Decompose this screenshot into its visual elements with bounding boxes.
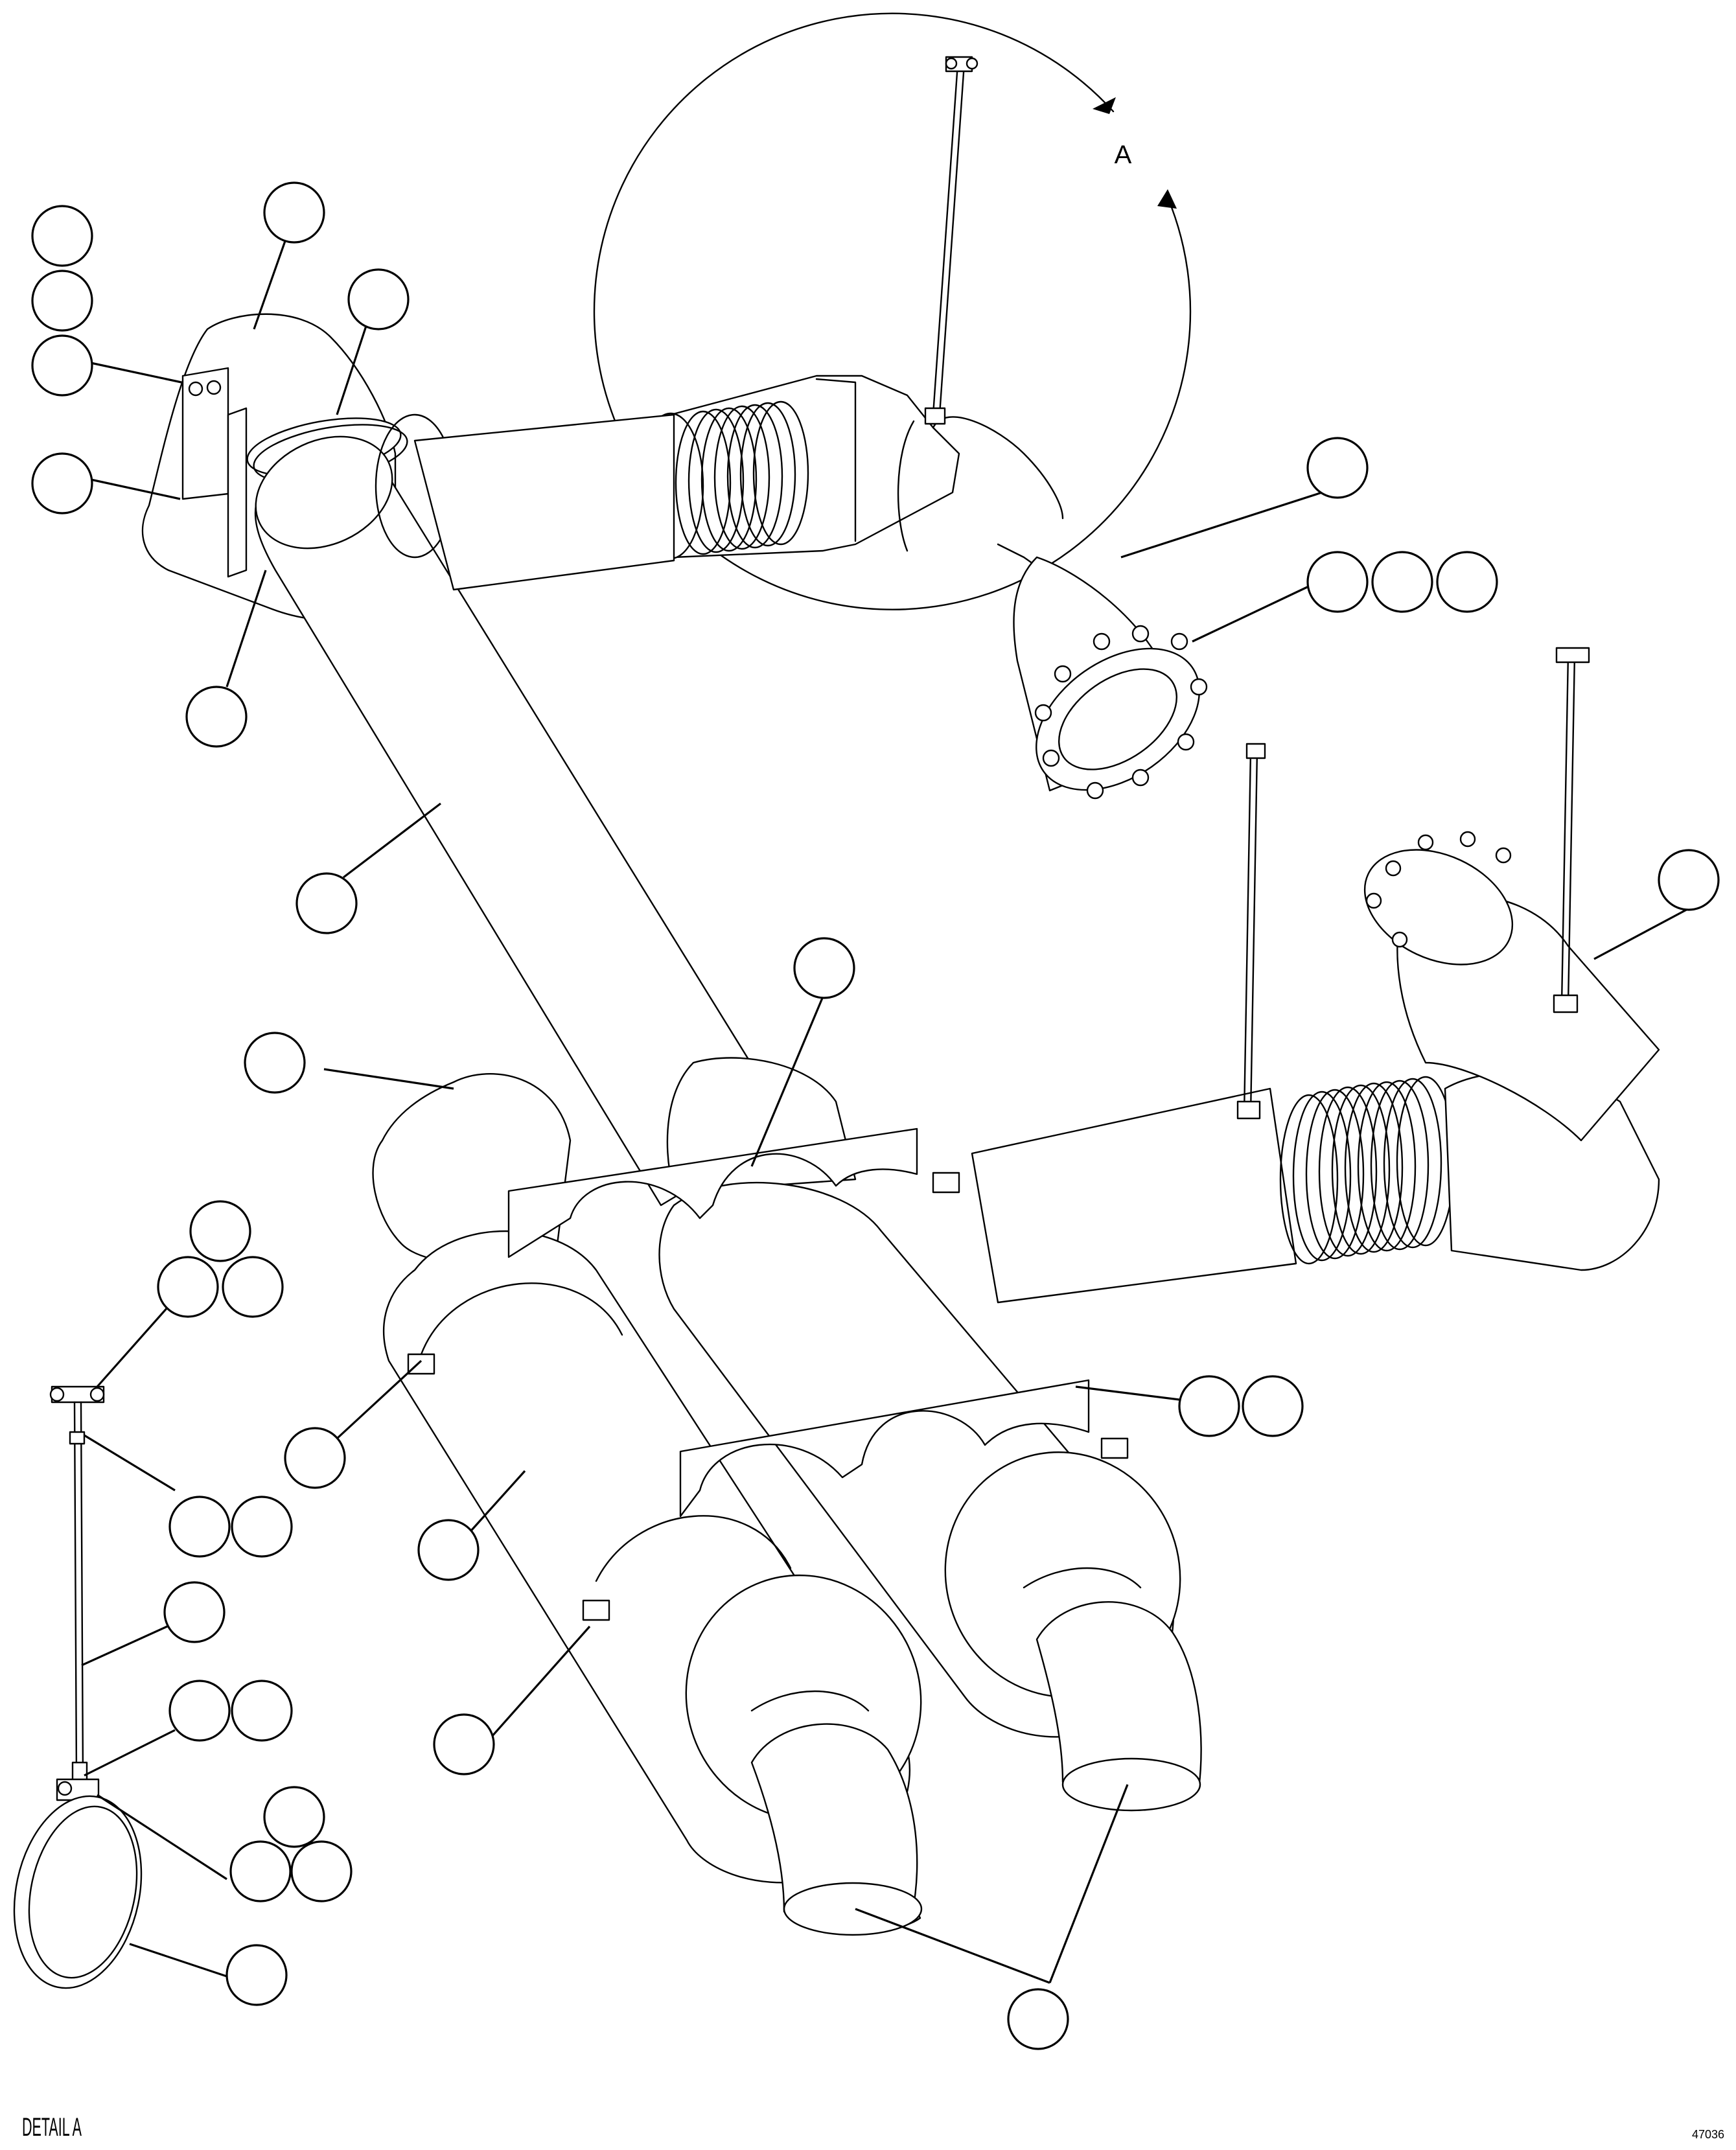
callout-bubble bbox=[290, 1840, 353, 1902]
callout-bubble bbox=[1306, 437, 1369, 499]
detail-letter: A bbox=[1115, 141, 1132, 169]
callout-bubble bbox=[1371, 551, 1433, 613]
callout-bubble bbox=[31, 270, 93, 332]
muffler-strap-upper bbox=[507, 1127, 918, 1258]
leader-lines bbox=[81, 240, 1692, 1984]
flange-bolts bbox=[1034, 625, 1208, 800]
callout-bubble bbox=[226, 1944, 288, 2006]
upper-horizontal-pipe bbox=[413, 413, 1208, 800]
callout-bubble bbox=[1436, 551, 1498, 613]
detail-caption: DETAIL A bbox=[22, 2113, 82, 2142]
callout-bubbles bbox=[31, 181, 1720, 2050]
diagonal-exhaust-pipe bbox=[254, 413, 792, 1207]
callout-bubble bbox=[1306, 551, 1369, 613]
bellows-right bbox=[1279, 1076, 1455, 1265]
callout-bubble bbox=[1658, 849, 1720, 911]
drawing-number: 47036 bbox=[1692, 2128, 1724, 2141]
callout-bubble bbox=[1178, 1375, 1240, 1437]
callout-bubble bbox=[263, 1786, 325, 1848]
callout-bubble bbox=[284, 1427, 346, 1489]
outlet-flange bbox=[1036, 647, 1200, 791]
callout-bubble bbox=[231, 1680, 293, 1742]
callout-bubble bbox=[185, 686, 248, 748]
muffler-assembly bbox=[372, 1057, 1202, 1936]
bellows-detail bbox=[675, 400, 809, 555]
hanger-clamp-detail bbox=[13, 1385, 143, 1989]
callout-bubble bbox=[222, 1256, 284, 1318]
callout-bubble bbox=[417, 1519, 480, 1581]
callout-bubble bbox=[231, 1496, 293, 1558]
callout-bubble bbox=[1242, 1375, 1304, 1437]
callout-bubble bbox=[347, 268, 410, 330]
detail-arrow-bottom bbox=[1157, 189, 1177, 209]
callout-bubble bbox=[31, 452, 93, 514]
callout-bubble bbox=[168, 1680, 231, 1742]
callout-bubble bbox=[433, 1713, 495, 1775]
callout-bubble bbox=[793, 937, 855, 999]
right-bellows-pipe bbox=[971, 647, 1660, 1304]
callout-bubble bbox=[157, 1256, 219, 1318]
detail-arrow-top bbox=[1093, 97, 1116, 114]
callout-bubble bbox=[163, 1581, 226, 1643]
callout-bubble bbox=[168, 1496, 231, 1558]
detail-a-view: A bbox=[593, 12, 1192, 610]
muffler-strap-lower bbox=[679, 1379, 1090, 1518]
callout-bubble bbox=[295, 872, 358, 934]
callout-bubble bbox=[1007, 1988, 1069, 2050]
callout-bubble bbox=[229, 1840, 292, 1902]
callout-bubble bbox=[189, 1200, 251, 1262]
callout-bubble bbox=[263, 181, 325, 244]
hanger-band bbox=[13, 1795, 143, 1989]
callout-bubble bbox=[31, 205, 93, 267]
callout-bubble bbox=[244, 1032, 306, 1094]
callout-bubble bbox=[31, 334, 93, 397]
